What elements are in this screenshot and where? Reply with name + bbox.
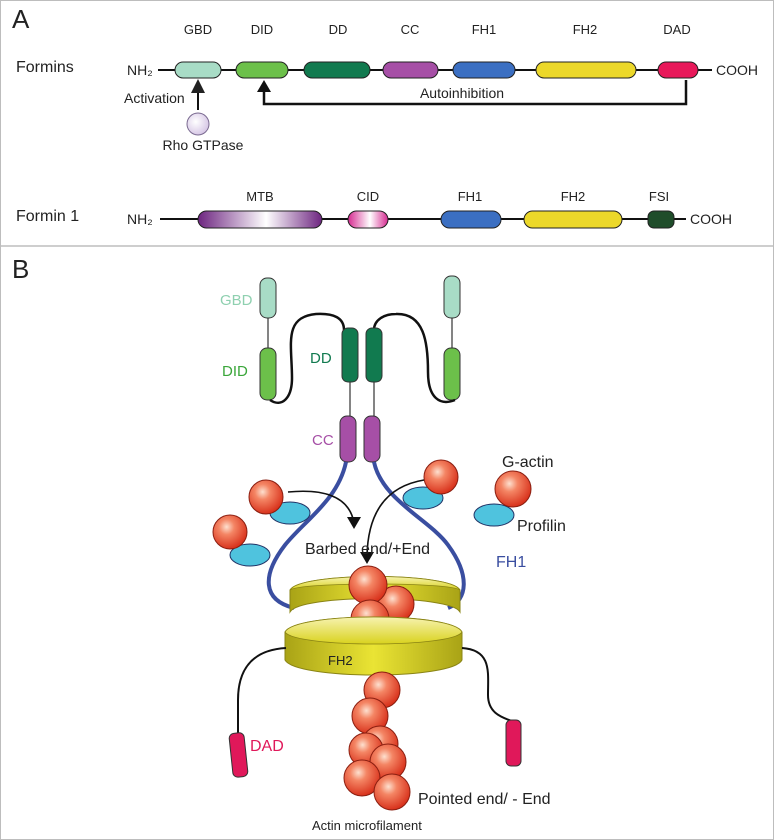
actin-filament-lower <box>343 671 411 811</box>
left-did-dd-linker <box>269 312 346 404</box>
domain-label-dd: DD <box>329 22 348 37</box>
domain-label-dad: DAD <box>663 22 690 37</box>
autoinhibition-arrowhead <box>257 80 271 92</box>
formin1-domain-cid: CID <box>347 189 389 229</box>
rho-gtpase-label: Rho GTPase <box>163 137 244 153</box>
domain-box-did <box>235 61 289 79</box>
domain-box-fh2-formin1 <box>523 210 623 229</box>
domain-label-fsi: FSI <box>649 189 669 204</box>
actin-microfilament-label: Actin microfilament <box>312 818 422 833</box>
actin-subunit <box>348 565 388 605</box>
formin1-nh2-label: NH₂ <box>127 211 153 227</box>
left-dd-domain <box>341 327 359 383</box>
fh2-lower-ring-top <box>284 616 463 645</box>
gactin-profilin-middle <box>402 459 459 510</box>
autoinhibition-bracket <box>262 80 688 106</box>
domain-box-fh1-formin1 <box>440 210 502 229</box>
formin1-domain-fh1: FH1 <box>440 189 502 229</box>
domain-label-fh2: FH2 <box>573 22 598 37</box>
domain-label-mtb: MTB <box>246 189 273 204</box>
domain-box-gbd <box>174 61 222 79</box>
delivery-arrowhead-left <box>347 517 361 529</box>
right-dad-domain <box>505 719 522 767</box>
right-did-dd-linker <box>372 312 456 404</box>
formins-nh2-label: NH₂ <box>127 62 153 78</box>
formins-row-label: Formins <box>16 59 74 76</box>
right-dd-domain <box>365 327 383 383</box>
formin1-cooh-label: COOH <box>690 211 732 227</box>
left-dad-tether <box>237 647 287 735</box>
formins-domain-did: DID <box>235 22 289 79</box>
right-cc-domain <box>363 415 381 463</box>
panel-b-letter: B <box>12 254 29 284</box>
formins-domain-dd: DD <box>303 22 371 79</box>
domain-box-dd <box>303 61 371 79</box>
domain-box-fh1 <box>452 61 516 79</box>
right-dad-tether <box>461 647 515 723</box>
delivery-arrow-right <box>366 479 425 557</box>
formins-domain-cc: CC <box>382 22 439 79</box>
actin-subunit <box>373 773 411 811</box>
profilin <box>229 543 271 567</box>
domain-label-fh1: FH1 <box>472 22 497 37</box>
delivery-arrowhead-right <box>360 552 374 564</box>
domain-box-mtb <box>197 210 323 229</box>
formins-domain-gbd: GBD <box>174 22 222 79</box>
panel-a-letter: A <box>12 4 30 34</box>
formin1-domain-fsi: FSI <box>647 189 675 229</box>
gactin-profilin-left-upper <box>248 479 311 525</box>
gactin-profilin-right <box>473 470 532 527</box>
did-label: DID <box>222 363 248 380</box>
fh2-label: FH2 <box>328 653 353 668</box>
right-gbd-domain <box>443 275 461 319</box>
domain-label-cid: CID <box>357 189 379 204</box>
g-actin-label: G-actin <box>502 454 554 471</box>
domain-label-did: DID <box>251 22 273 37</box>
g-actin <box>248 479 284 515</box>
right-did-domain <box>443 347 461 401</box>
formins-domain-dad: DAD <box>657 22 699 79</box>
dd-label: DD <box>310 350 332 367</box>
formins-domain-fh1: FH1 <box>452 22 516 79</box>
fh1-label: FH1 <box>496 554 526 571</box>
gbd-label: GBD <box>220 292 253 309</box>
cc-label: CC <box>312 432 334 449</box>
formin1-domain-mtb: MTB <box>197 189 323 229</box>
domain-box-dad <box>657 61 699 79</box>
fh2-lower-ring: FH2 <box>284 616 463 676</box>
formins-cooh-label: COOH <box>716 62 758 78</box>
domain-label-cc: CC <box>401 22 420 37</box>
domain-label-fh1-formin1: FH1 <box>458 189 483 204</box>
rho-gtpase-circle <box>186 112 210 136</box>
autoinhibition-label: Autoinhibition <box>420 85 504 101</box>
g-actin <box>423 459 459 495</box>
left-fh1-tether <box>266 461 348 610</box>
left-gbd-domain <box>259 277 277 319</box>
domain-box-cc <box>382 61 439 79</box>
activation-label: Activation <box>124 90 185 106</box>
formin1-row-label: Formin 1 <box>16 208 79 225</box>
right-fh1-tether <box>372 461 466 610</box>
domain-label-gbd: GBD <box>184 22 212 37</box>
domain-box-fsi <box>647 210 675 229</box>
g-actin <box>494 470 532 508</box>
g-actin <box>212 514 248 550</box>
profilin-label: Profilin <box>517 518 566 535</box>
formins-domain-fh2: FH2 <box>535 22 637 79</box>
profilin <box>473 503 515 527</box>
domain-box-cid <box>347 210 389 229</box>
delivery-arrow-left <box>287 490 355 524</box>
domain-label-fh2-formin1: FH2 <box>561 189 586 204</box>
formin1-domain-fh2: FH2 <box>523 189 623 229</box>
domain-box-fh2 <box>535 61 637 79</box>
pointed-end-label: Pointed end/ - End <box>418 791 551 808</box>
left-did-domain <box>259 347 277 401</box>
barbed-end-label: Barbed end/+End <box>305 541 430 558</box>
left-dad-domain <box>228 732 249 778</box>
dad-label: DAD <box>250 738 284 755</box>
left-cc-domain <box>339 415 357 463</box>
gactin-profilin-left-lower <box>212 514 271 567</box>
